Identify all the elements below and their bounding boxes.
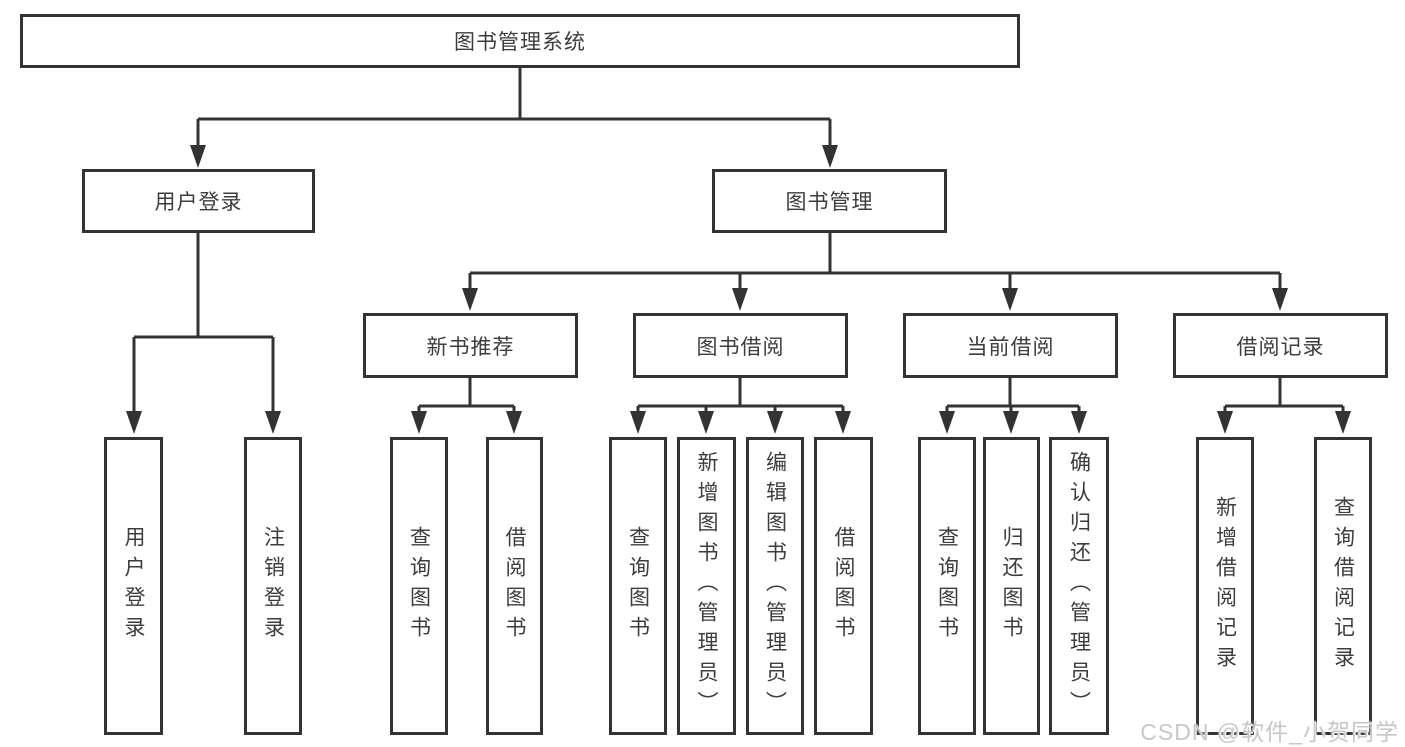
node-book-management: 图书管理 bbox=[712, 169, 947, 233]
leaf-query-books-borrowing: 查询图书 bbox=[609, 437, 667, 735]
csdn-watermark: CSDN @软件_小贺同学 bbox=[1140, 719, 1399, 745]
leaf-borrow-books-borrowing: 借阅图书 bbox=[814, 437, 873, 735]
leaf-query-books-current: 查询图书 bbox=[918, 437, 976, 735]
node-root-system-label: 图书管理系统 bbox=[454, 31, 586, 54]
leaf-add-borrow-record-label: 新增借阅记录 bbox=[1213, 496, 1237, 676]
leaf-add-book-admin: 新增图书（管理员） bbox=[677, 437, 736, 735]
leaf-add-book-admin-label: 新增图书（管理员） bbox=[695, 451, 718, 721]
node-current-borrowing: 当前借阅 bbox=[903, 313, 1118, 378]
leaf-borrow-books-recommend-label: 借阅图书 bbox=[503, 526, 526, 646]
node-borrowing-records-label: 借阅记录 bbox=[1236, 335, 1325, 359]
leaf-confirm-return-admin: 确认归还（管理员） bbox=[1049, 437, 1109, 735]
leaf-query-books-recommend: 查询图书 bbox=[390, 437, 448, 735]
leaf-query-borrow-record-label: 查询借阅记录 bbox=[1331, 496, 1355, 676]
node-new-book-recommend: 新书推荐 bbox=[363, 313, 578, 378]
node-book-management-label: 图书管理 bbox=[785, 191, 874, 214]
node-new-book-recommend-label: 新书推荐 bbox=[426, 335, 515, 359]
node-root-system: 图书管理系统 bbox=[20, 14, 1020, 68]
node-user-login-label: 用户登录 bbox=[154, 191, 243, 214]
leaf-query-books-current-label: 查询图书 bbox=[935, 526, 959, 646]
node-user-login: 用户登录 bbox=[82, 169, 315, 233]
leaf-edit-book-admin: 编辑图书（管理员） bbox=[746, 437, 804, 735]
leaf-query-books-borrowing-label: 查询图书 bbox=[626, 526, 650, 646]
leaf-query-borrow-record: 查询借阅记录 bbox=[1314, 437, 1372, 735]
leaf-borrow-books-recommend: 借阅图书 bbox=[486, 437, 543, 735]
leaf-return-books-label: 归还图书 bbox=[1000, 526, 1023, 646]
leaf-user-login: 用户登录 bbox=[104, 437, 163, 735]
leaf-query-books-recommend-label: 查询图书 bbox=[407, 526, 431, 646]
leaf-logout-label: 注销登录 bbox=[261, 526, 285, 646]
node-book-borrowing: 图书借阅 bbox=[633, 313, 848, 378]
leaf-edit-book-admin-label: 编辑图书（管理员） bbox=[763, 451, 787, 721]
leaf-logout: 注销登录 bbox=[244, 437, 302, 735]
node-current-borrowing-label: 当前借阅 bbox=[966, 335, 1055, 359]
node-borrowing-records: 借阅记录 bbox=[1173, 313, 1388, 378]
leaf-add-borrow-record: 新增借阅记录 bbox=[1196, 437, 1254, 735]
leaf-user-login-label: 用户登录 bbox=[122, 526, 145, 646]
leaf-borrow-books-borrowing-label: 借阅图书 bbox=[832, 526, 855, 646]
leaf-confirm-return-admin-label: 确认归还（管理员） bbox=[1067, 451, 1091, 721]
node-book-borrowing-label: 图书借阅 bbox=[696, 335, 785, 359]
leaf-return-books: 归还图书 bbox=[983, 437, 1040, 735]
